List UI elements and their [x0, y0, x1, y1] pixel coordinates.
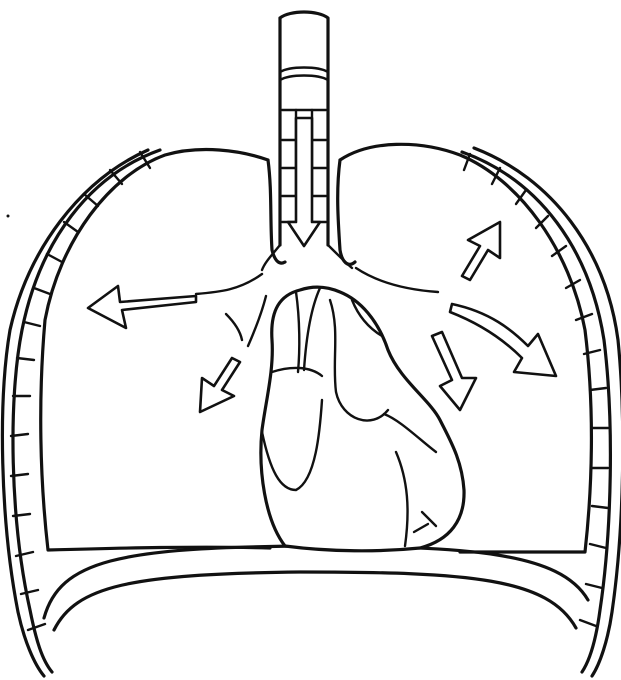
- diaphragm: [44, 546, 588, 630]
- arrow-left-icon: [88, 286, 196, 328]
- speck: [7, 215, 10, 218]
- arrow-down-left-icon: [200, 358, 240, 412]
- arrow-up-right-icon: [462, 222, 500, 280]
- arrow-right-down-icon: [450, 304, 556, 376]
- arrow-down-right-icon: [432, 332, 476, 410]
- arrow-down-icon: [288, 118, 320, 246]
- heart: [261, 287, 464, 551]
